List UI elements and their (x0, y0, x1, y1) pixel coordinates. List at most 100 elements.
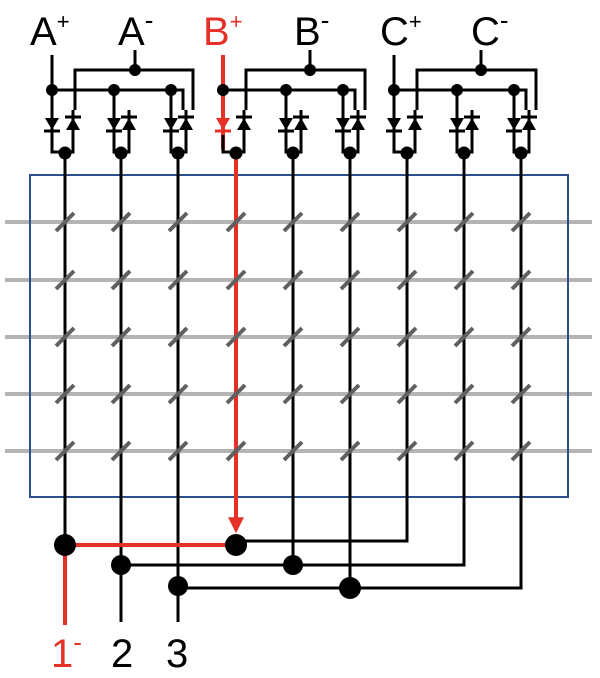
crosspoint-diode-mark (453, 269, 475, 291)
input-label-b-minus: B- (294, 5, 329, 54)
bus-junction-dot (225, 534, 247, 556)
crosspoint-diode-mark (339, 269, 361, 291)
diode-up-icon (294, 118, 308, 130)
diode-crosspoints (54, 211, 532, 462)
crosspoint-diode-mark (510, 211, 532, 233)
diode-up-icon (237, 118, 251, 130)
diode-up-icon (122, 118, 136, 130)
input-junction-dot (337, 84, 349, 96)
crosspoint-diode-mark (110, 326, 132, 348)
bus-junction-dot (283, 555, 303, 575)
input-junction-dot (475, 64, 487, 76)
column-junction-dot (400, 146, 414, 160)
crosspoint-diode-mark (110, 269, 132, 291)
crosspoint-diode-mark (396, 440, 418, 462)
input-junction-dot (304, 64, 316, 76)
crosspoint-diode-mark (453, 383, 475, 405)
crosspoint-diode-mark (54, 440, 76, 462)
crosspoint-diode-mark (396, 211, 418, 233)
column-junction-dot (343, 146, 357, 160)
diode-up-icon (522, 118, 536, 130)
crosspoint-diode-mark (453, 211, 475, 233)
diode-down-icon (45, 118, 59, 130)
diode-down-icon (279, 118, 293, 130)
output-bus-3-wire (178, 152, 523, 590)
output-label-2: 2 (111, 632, 133, 676)
diode-down-icon (450, 118, 464, 130)
crosspoint-diode-mark (510, 383, 532, 405)
input-junction-dot (129, 64, 141, 76)
column-junction-dot (58, 146, 72, 160)
input-junction-dot (46, 84, 58, 96)
junction-dots (46, 64, 528, 599)
crosspoint-diode-mark (339, 440, 361, 462)
crosspoint-diode-mark (167, 211, 189, 233)
output-bus-2-wire (121, 152, 466, 567)
diode-up-icon (66, 118, 80, 130)
crosspoint-diode-mark (339, 326, 361, 348)
crosspoint-diode-mark (453, 326, 475, 348)
input-label-b-plus: B+ (203, 9, 243, 54)
crosspoint-diode-mark (110, 383, 132, 405)
crosspoint-diode-mark (396, 383, 418, 405)
input-junction-dot (108, 84, 120, 96)
active-bus-wire (63, 543, 236, 555)
bus-junction-dot (54, 534, 76, 556)
crosspoint-diode-mark (282, 326, 304, 348)
diode-down-icon (387, 118, 401, 130)
bus-junction-dot (168, 576, 188, 596)
matrix-frame (29, 174, 569, 498)
input-junction-dot (451, 84, 463, 96)
crosspoint-diode-mark (54, 211, 76, 233)
column-junction-dot (286, 146, 300, 160)
bus-junction-dot (111, 555, 131, 575)
crosspoint-diode-mark (54, 326, 76, 348)
crosspoint-diode-mark (282, 383, 304, 405)
input-label-c-plus: C+ (380, 9, 422, 54)
crosspoint-diode-mark (225, 383, 247, 405)
input-diodes (44, 115, 537, 133)
crosspoint-diode-mark (510, 326, 532, 348)
diode-down-icon (507, 118, 521, 130)
column-junction-dot (514, 146, 528, 160)
crosspoint-diode-mark (225, 440, 247, 462)
crosspoint-diode-mark (54, 269, 76, 291)
crosspoint-diode-mark (396, 269, 418, 291)
input-label-a-plus: A+ (30, 9, 70, 54)
input-label-a-minus: A- (118, 5, 153, 54)
input-junction-dot (165, 84, 177, 96)
crosspoint-diode-mark (510, 269, 532, 291)
crosspoint-diode-mark (110, 440, 132, 462)
diode-down-icon (107, 118, 121, 130)
input-label-c-minus: C- (471, 5, 509, 54)
diode-up-icon (408, 118, 422, 130)
crosspoint-diode-mark (396, 326, 418, 348)
crosspoint-diode-mark (225, 211, 247, 233)
crosspoint-diode-mark (339, 383, 361, 405)
diode-down-icon (216, 118, 230, 130)
bus-junction-dot (339, 577, 361, 599)
crosspoint-diode-mark (453, 440, 475, 462)
crosspoint-diode-mark (167, 326, 189, 348)
diode-down-icon (336, 118, 350, 130)
input-junction-dot (508, 84, 520, 96)
diode-up-icon (351, 118, 365, 130)
diode-down-icon (164, 118, 178, 130)
input-plus-bus (394, 88, 528, 110)
crosspoint-diode-mark (225, 326, 247, 348)
crosspoint-diode-mark (167, 440, 189, 462)
diode-up-icon (179, 118, 193, 130)
crosspoint-diode-mark (282, 440, 304, 462)
input-junction-dot (217, 84, 229, 96)
crosspoint-diode-mark (282, 211, 304, 233)
wires (50, 50, 538, 625)
matrix-rows (5, 220, 592, 453)
crosspoint-diode-mark (110, 211, 132, 233)
column-junction-dot (171, 146, 185, 160)
input-plus-bus (223, 88, 357, 110)
column-junction-dot (114, 146, 128, 160)
input-junction-dot (388, 84, 400, 96)
crosspoint-diode-mark (282, 269, 304, 291)
crosspoint-diode-mark (510, 440, 532, 462)
